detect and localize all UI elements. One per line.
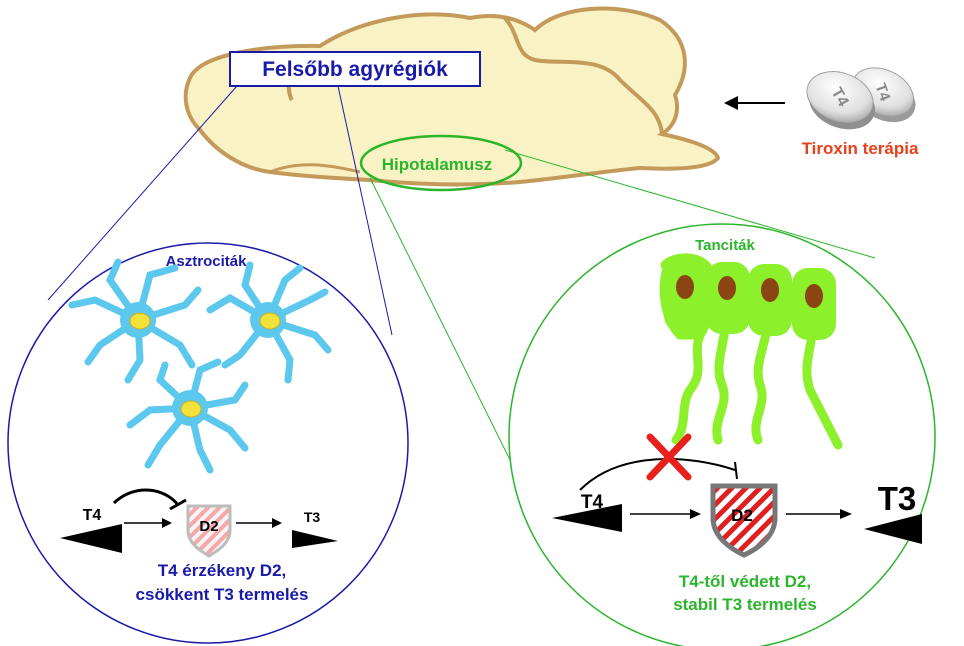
blue-connector-left (47, 85, 238, 301)
tanycyte-nucleus-1 (676, 275, 694, 299)
blue-connector-right (337, 85, 393, 336)
astrocyte-nucleus-2 (259, 312, 281, 330)
tanycyte-d2-label: D2 (731, 506, 753, 525)
astrocyte-cell-2 (206, 261, 332, 384)
green-connector-left (369, 177, 521, 481)
brain-fold-3 (269, 163, 361, 174)
green-connector-right (504, 149, 876, 259)
astrocyte-nucleus-1 (129, 312, 151, 330)
tanycyte-nucleus-3 (761, 278, 779, 302)
astrocyte-caption-line1: T4 érzékeny D2, (158, 561, 287, 580)
tanycyte-cell-3 (748, 264, 792, 445)
therapy-label: Tiroxin terápia (802, 139, 919, 158)
tanycyte-t4-label: T4 (581, 492, 604, 513)
astrocyte-nucleus-3 (180, 400, 202, 418)
astrocyte-caption-line2: csökkent T3 termelés (136, 585, 309, 604)
tanycyte-cell-4 (792, 268, 843, 450)
tanycyte-arrow1-head (690, 509, 701, 519)
tanycyte-nucleus-2 (718, 276, 736, 300)
svg-text:T4: T4 (872, 81, 894, 104)
astrocyte-t4-wedge (60, 524, 122, 553)
astrocyte-arrow1-head (162, 518, 172, 528)
astrocyte-d2-shield (186, 504, 232, 558)
tanycyte-caption-line1: T4-től védett D2, (679, 572, 811, 591)
astrocyte-t4-label: T4 (83, 507, 102, 524)
tanycyte-d2-shield (710, 483, 778, 558)
tanycytes-title: Tanciták (695, 237, 755, 254)
upper-regions-box (229, 51, 481, 87)
tanycyte-t3-label: T3 (878, 480, 917, 517)
tanycyte-nucleus-4 (805, 284, 823, 308)
tanycyte-cell-2 (706, 262, 750, 445)
astrocyte-t3-label: T3 (304, 509, 321, 525)
tanycyte-caption-line2: stabil T3 termelés (673, 595, 817, 614)
upper-regions-label: Felsőbb agyrégiók (262, 58, 448, 81)
astrocyte-inhibit-arc (112, 488, 180, 506)
tanycyte-inhibit-arc (579, 457, 736, 491)
astrocyte-d2-label: D2 (199, 518, 218, 535)
tanycyte-inhibit-bar (734, 461, 738, 480)
pill-icon-front: T4 (806, 71, 875, 130)
astrocyte-circle (7, 242, 409, 644)
astrocyte-t3-wedge (292, 530, 338, 548)
block-cross-icon (646, 433, 692, 481)
hypothalamus-label: Hipotalamusz (382, 155, 493, 174)
astrocytes-title: Asztrociták (166, 253, 248, 270)
tanycyte-cell-1 (659, 253, 716, 445)
brain-fold-2 (503, 16, 664, 135)
hypothalamus-ellipse (359, 134, 523, 192)
tanycyte-arrow2-head (840, 509, 852, 519)
astrocyte-inhibit-bar (169, 498, 187, 511)
astrocyte-arrow2-head (272, 518, 282, 528)
tanycyte-t3-wedge (864, 514, 922, 544)
tanycyte-t4-wedge (552, 504, 622, 532)
therapy-arrow-head (724, 96, 738, 110)
